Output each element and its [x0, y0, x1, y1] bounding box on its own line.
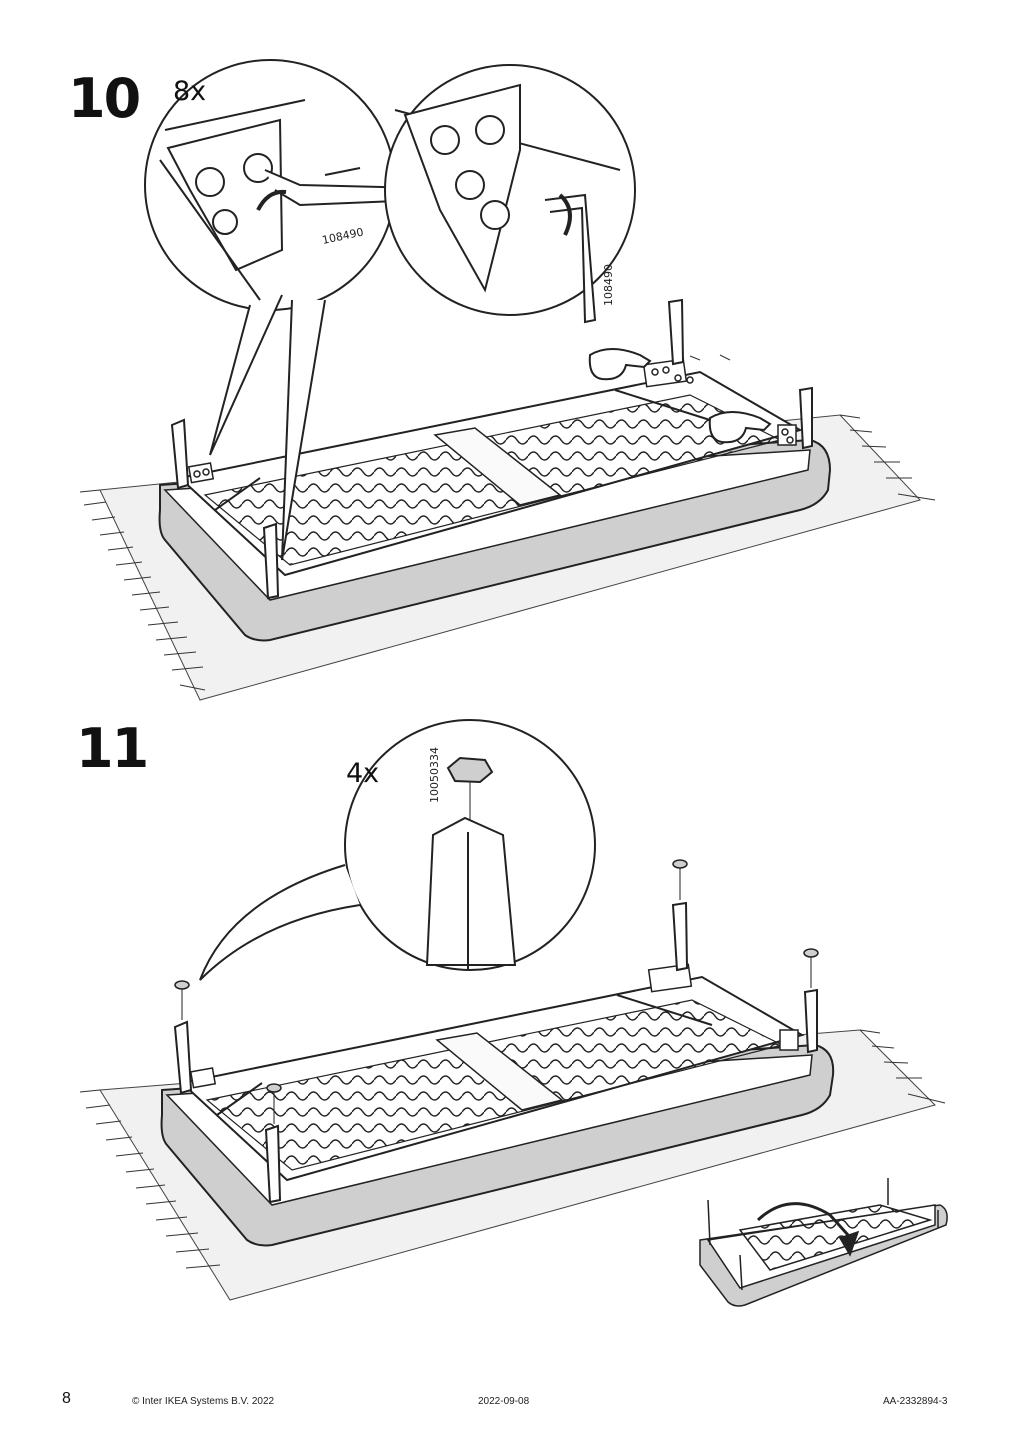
flip-sofa-icon: [699, 1178, 948, 1307]
step-number: 10: [68, 67, 141, 130]
part-number-label: 108490: [602, 264, 615, 306]
quantity-label: 4x: [346, 758, 380, 789]
leg-pad-icon: [174, 859, 819, 1124]
rug-fringe: [79, 354, 936, 691]
page-number: 8: [62, 1390, 71, 1407]
quantity-label: 8x: [173, 76, 207, 107]
document-id: AA-2332894-3: [883, 1396, 948, 1407]
corner-brackets: [189, 963, 799, 1089]
detail-circle: [199, 719, 596, 981]
part-number-label: 10050334: [428, 747, 441, 803]
hand-icon: [588, 348, 772, 444]
copyright: © Inter IKEA Systems B.V. 2022: [132, 1396, 275, 1407]
corner-brackets: [187, 358, 797, 484]
step-10-illustration: [79, 59, 936, 701]
legs: [173, 901, 818, 1204]
step-number: 11: [76, 717, 149, 780]
detail-circle-right-contents: [394, 83, 621, 324]
step-11-illustration: [79, 719, 948, 1307]
legs: [170, 298, 813, 600]
document-date: 2022-09-08: [478, 1396, 530, 1407]
detail-circle-contents: [425, 756, 517, 970]
rug-fringe: [79, 1029, 946, 1269]
detail-circle-left-contents: [159, 99, 421, 301]
